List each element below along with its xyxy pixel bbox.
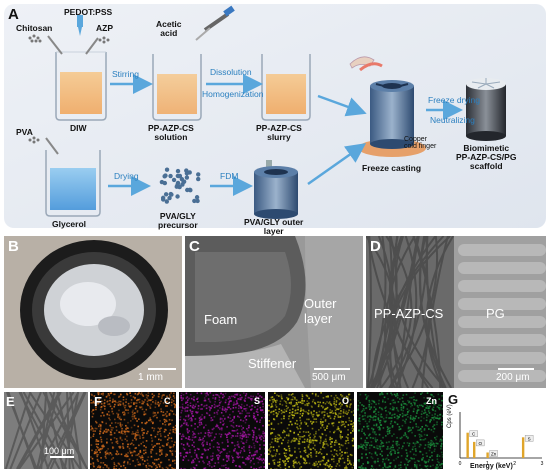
- label-pg: PG: [486, 306, 505, 321]
- pipette-icon: [195, 5, 235, 41]
- beaker-diw: [55, 51, 107, 121]
- scale-bar-b: [148, 368, 176, 370]
- eds-map-zn: [357, 392, 443, 469]
- scale-label-b: 1 mm: [138, 372, 163, 383]
- beaker-glycerol: [45, 150, 101, 217]
- label-fdm: FDM: [220, 171, 239, 181]
- label-pp-azp-cs: PP-AZP-CS: [374, 306, 444, 321]
- panel-d-sem: [366, 236, 546, 388]
- biomimetic-scaffold: [466, 78, 506, 141]
- panel-label-a: A: [8, 6, 19, 23]
- eds-peak-bar: [466, 432, 469, 458]
- label-freeze-casting: Freeze casting: [362, 163, 422, 173]
- eds-map-s: [179, 392, 265, 469]
- label-glycerol: Glycerol: [52, 219, 87, 229]
- label-stirring: Stirring: [112, 69, 139, 79]
- scale-label-d: 200 μm: [496, 372, 530, 383]
- scale-label-e: 100 μm: [44, 446, 75, 456]
- panel-a-background: [4, 4, 546, 228]
- panel-label-b: B: [8, 238, 19, 255]
- schematic-svg: [4, 4, 546, 228]
- spatula-icon: [45, 137, 59, 155]
- label-outer-layer: Outer layer: [304, 296, 337, 326]
- chitosan-powder-icon: [28, 34, 42, 43]
- panel-c-sem: [185, 236, 363, 388]
- scale-bar-c: [314, 368, 350, 370]
- eds-peak-label-box: [469, 430, 478, 437]
- label-dissolution: Dissolution: [210, 67, 252, 77]
- label-freeze-drying: Freeze drying: [428, 95, 480, 105]
- label-pva: PVA: [16, 127, 33, 137]
- eds-ylabel: Cps (eV): [447, 404, 453, 428]
- eds-spectrum-chart: 0 1 2 3 CO Zn S: [459, 412, 544, 467]
- panel-b-photo: [4, 236, 182, 388]
- panel-label-c: C: [189, 238, 200, 255]
- eds-map-o: [268, 392, 354, 469]
- dropper-icon: [77, 15, 83, 36]
- scale-label-c: 500 μm: [312, 372, 346, 383]
- panel-e-sem: [4, 392, 88, 469]
- azp-powder-icon: [98, 36, 110, 44]
- label-pp-azp-cs-slurry: PP-AZP-CS slurry: [256, 123, 302, 142]
- pva-gly-outer-layer: [254, 160, 298, 219]
- eds-peak-label-box: [476, 439, 485, 447]
- label-homogenization: Homogenization: [202, 89, 264, 99]
- scale-bar-d: [498, 368, 534, 370]
- spatula-icon: [47, 35, 63, 55]
- eds-peak-bar: [521, 437, 525, 458]
- spatula-icon: [85, 37, 99, 55]
- eds-tick-label: 3: [541, 461, 544, 467]
- label-pedot: PEDOT:PSS: [64, 7, 113, 17]
- eds-map-c: [90, 392, 176, 469]
- label-diw: DIW: [70, 123, 87, 133]
- label-pva-gly-precursor: PVA/GLY precursor: [158, 211, 198, 230]
- panel-label-e: E: [6, 394, 15, 409]
- label-neutralizing: Neutralizing: [430, 115, 475, 125]
- eds-peak-label: O: [478, 441, 482, 446]
- eds-tick-label: 1: [486, 461, 489, 467]
- eds-peak-label: C: [472, 432, 476, 437]
- eds-label-s: S: [254, 396, 261, 406]
- panel-label-f: F: [94, 394, 102, 409]
- label-azp: AZP: [96, 23, 113, 33]
- label-drying: Drying: [114, 171, 139, 181]
- eds-peak-label: Zn: [491, 451, 497, 456]
- label-chitosan: Chitosan: [16, 23, 53, 33]
- panel-label-g: G: [448, 392, 459, 407]
- scale-bar-e: [50, 456, 74, 458]
- eds-peak-label-box: [489, 450, 498, 457]
- eds-peak-bar: [486, 452, 489, 458]
- eds-peak-label-box: [524, 435, 534, 442]
- eds-label-o: O: [342, 396, 350, 406]
- eds-label-zn: Zn: [426, 396, 437, 406]
- pva-gly-precursor-pellets: [159, 167, 201, 204]
- eds-tick-label: 0: [459, 461, 462, 467]
- label-foam: Foam: [204, 312, 238, 327]
- process-arrows: [108, 74, 463, 196]
- label-stiffener: Stiffener: [248, 356, 297, 371]
- eds-peak-label: S: [528, 436, 531, 441]
- pva-powder-icon: [28, 136, 40, 144]
- label-pva-gly-outer-layer: PVA/GLY outer layer: [244, 217, 304, 236]
- beaker-pp-azp-cs-solution: [152, 54, 202, 121]
- freeze-casting-setup: [349, 56, 426, 157]
- eds-xlabel: Energy (keV): [470, 463, 513, 470]
- label-acetic-acid: Acetic acid: [156, 19, 182, 38]
- eds-tick-label: 2: [513, 461, 516, 467]
- label-copper-cold-finger: Copper cold finger: [404, 136, 437, 150]
- panel-label-d: D: [370, 238, 381, 255]
- label-pp-azp-cs-solution: PP-AZP-CS solution: [148, 123, 194, 142]
- beaker-pp-azp-cs-slurry: [261, 54, 311, 121]
- eds-peak-bar: [473, 441, 476, 458]
- label-biomimetic-scaffold: Biomimetic PP-AZP-CS/PG scaffold: [456, 143, 517, 171]
- eds-label-c: C: [164, 396, 171, 406]
